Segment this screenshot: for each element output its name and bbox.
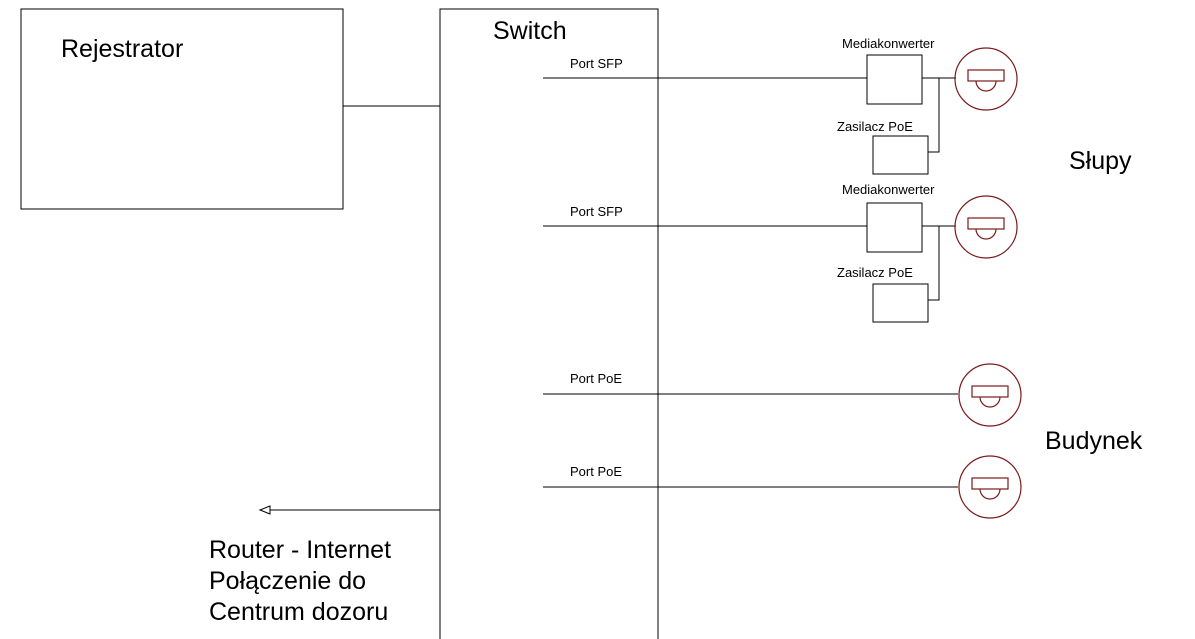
port-label: Port SFP: [570, 204, 623, 219]
dome-camera-icon: [954, 47, 1018, 111]
poe-supply-box-2: [872, 283, 929, 323]
port-label: Port PoE: [570, 464, 623, 479]
port-label: Port SFP: [570, 56, 623, 71]
arrowhead-left-icon: [258, 505, 271, 515]
building-label: Budynek: [1045, 427, 1143, 455]
dome-camera-icon: [958, 363, 1022, 427]
poe-supply-link-1: [928, 78, 940, 153]
poles-label: Słupy: [1069, 147, 1132, 175]
recorder-box: [20, 8, 344, 210]
port-label: Port PoE: [570, 371, 623, 386]
media-converter-label: Mediakonwerter: [842, 182, 935, 197]
poe-supply-box-1: [872, 135, 929, 175]
media-converter-box-2: [866, 202, 923, 253]
poe-supply-link-2: [928, 226, 940, 301]
recorder-label: Rejestrator: [61, 35, 184, 63]
switch-label: Switch: [493, 17, 567, 45]
dome-camera-icon: [954, 195, 1018, 259]
media-converter-label: Mediakonwerter: [842, 36, 935, 51]
dome-camera-icon: [958, 455, 1022, 519]
router-label-line-3: Centrum dozoru: [209, 598, 389, 626]
poe-supply-label: Zasilacz PoE: [837, 265, 913, 280]
router-label-line-2: Połączenie do: [209, 567, 367, 595]
poe-supply-label: Zasilacz PoE: [837, 119, 913, 134]
media-converter-box-1: [866, 54, 923, 105]
router-label: Router - Internet Połączenie do Centrum …: [209, 535, 391, 628]
switch-box: [439, 8, 659, 639]
router-label-line-1: Router - Internet: [209, 536, 392, 564]
